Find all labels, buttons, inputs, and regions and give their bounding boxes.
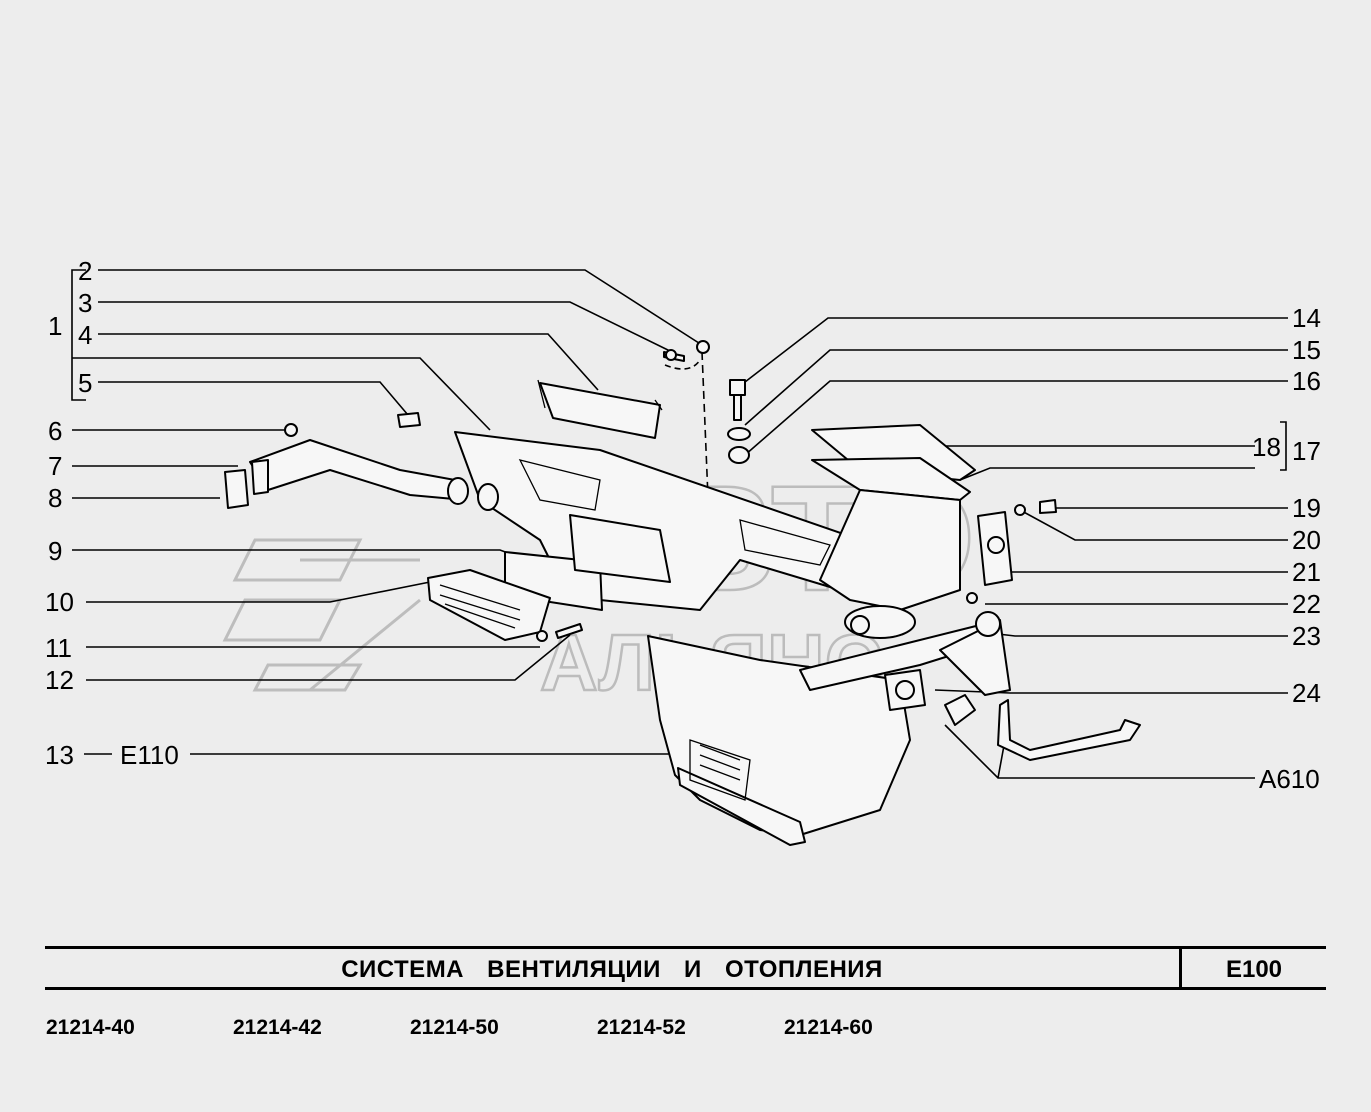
model-code: 21214-42 bbox=[233, 1016, 322, 1039]
model-code: 21214-40 bbox=[46, 1016, 135, 1039]
callout-19: 19 bbox=[1292, 493, 1321, 523]
callout-4: 4 bbox=[78, 320, 92, 350]
callout-3: 3 bbox=[78, 288, 92, 318]
exploded-parts-diagram: АВТО АЛЬЯНС bbox=[45, 256, 1321, 846]
callout-8: 8 bbox=[48, 483, 62, 513]
callout-18: 18 bbox=[1252, 432, 1281, 462]
callout-12: 12 bbox=[45, 665, 74, 695]
ref-a610: A610 bbox=[1259, 764, 1320, 794]
callout-17: 17 bbox=[1292, 436, 1321, 466]
callout-22: 22 bbox=[1292, 589, 1321, 619]
callout-5: 5 bbox=[78, 368, 92, 398]
page-title: СИСТЕМА ВЕНТИЛЯЦИИ И ОТОПЛЕНИЯ bbox=[341, 956, 883, 983]
model-code: 21214-50 bbox=[410, 1016, 499, 1039]
callout-10: 10 bbox=[45, 587, 74, 617]
callout-6: 6 bbox=[48, 416, 62, 446]
callout-23: 23 bbox=[1292, 621, 1321, 651]
callout-20: 20 bbox=[1292, 525, 1321, 555]
ref-e110: E110 bbox=[120, 740, 179, 770]
parts bbox=[224, 340, 1141, 846]
callout-21: 21 bbox=[1292, 557, 1321, 587]
callout-2: 2 bbox=[78, 256, 92, 286]
section-code: E100 bbox=[1225, 956, 1283, 983]
title-divider bbox=[1179, 949, 1182, 987]
callout-9: 9 bbox=[48, 536, 62, 566]
callout-14: 14 bbox=[1292, 303, 1321, 333]
callout-7: 7 bbox=[48, 451, 62, 481]
callout-13: 13 bbox=[45, 740, 74, 770]
callout-16: 16 bbox=[1292, 366, 1321, 396]
callout-11: 11 bbox=[45, 633, 72, 663]
title-bar: СИСТЕМА ВЕНТИЛЯЦИИ И ОТОПЛЕНИЯ E100 bbox=[45, 946, 1326, 990]
model-code: 21214-60 bbox=[784, 1016, 873, 1039]
callout-1: 1 bbox=[48, 311, 62, 341]
callout-labels: 1 2 3 4 5 6 7 8 9 10 11 12 13 E110 14 15… bbox=[45, 256, 1321, 794]
callout-24: 24 bbox=[1292, 678, 1321, 708]
model-code: 21214-52 bbox=[597, 1016, 686, 1039]
leader-lines bbox=[71, 269, 1288, 779]
callout-15: 15 bbox=[1292, 335, 1321, 365]
